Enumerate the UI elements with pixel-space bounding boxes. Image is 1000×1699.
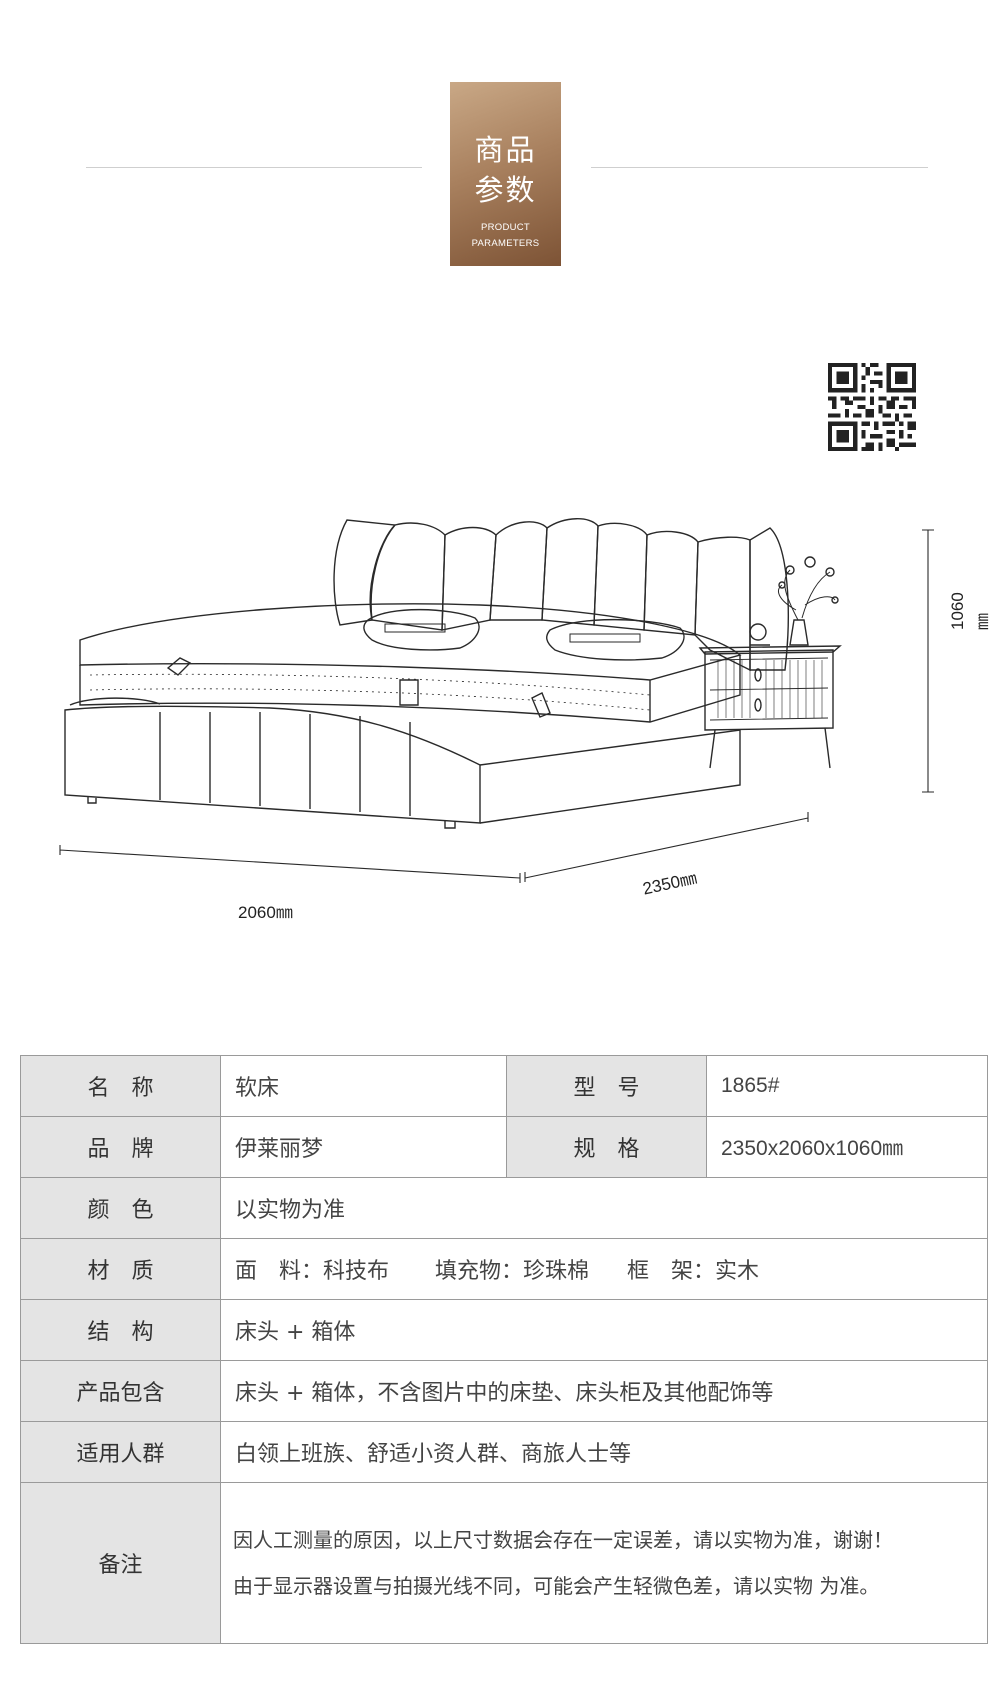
spec-label-includes: 产品包含 xyxy=(20,1360,221,1422)
material-fabric: 面 料：科技布 xyxy=(235,1259,390,1284)
table-row: 备注 因人工测量的原因，以上尺寸数据会存在一定误差，请以实物为准，谢谢！ 由于显… xyxy=(20,1482,988,1644)
table-row: 适用人群 白领上班族、舒适小资人群、商旅人士等 xyxy=(20,1421,988,1483)
table-row: 品 牌 伊莱丽梦 规 格 2350x2060x1060㎜ xyxy=(20,1116,988,1178)
table-row: 颜 色 以实物为准 xyxy=(20,1177,988,1239)
spec-label-users: 适用人群 xyxy=(20,1421,221,1483)
spec-value-model: 1865# xyxy=(706,1055,988,1117)
section-title-line2: 参数 xyxy=(474,173,537,207)
width-dimension-label: 2060㎜ xyxy=(238,903,293,922)
table-row: 结 构 床头 + 箱体 xyxy=(20,1299,988,1361)
spec-label-material: 材 质 xyxy=(20,1238,221,1300)
spec-value-color: 以实物为准 xyxy=(220,1177,988,1239)
spec-value-size: 2350x2060x1060㎜ xyxy=(706,1116,988,1178)
bed-line-drawing xyxy=(59,518,934,883)
section-title-line1: 商品 xyxy=(474,133,537,167)
spec-value-brand: 伊莱丽梦 xyxy=(220,1116,507,1178)
header-divider-left xyxy=(86,167,422,168)
spec-label-structure: 结 构 xyxy=(20,1299,221,1361)
material-filling: 填充物：珍珠棉 xyxy=(435,1259,590,1284)
spec-label-remarks: 备注 xyxy=(20,1482,221,1644)
section-subtitle-line2: PARAMETERS xyxy=(471,238,540,249)
spec-value-users: 白领上班族、舒适小资人群、商旅人士等 xyxy=(220,1421,988,1483)
section-subtitle-line1: PRODUCT xyxy=(480,222,531,233)
spec-table: 名 称 软床 型 号 1865# 品 牌 伊莱丽梦 规 格 2350x2060x… xyxy=(20,1055,988,1644)
spec-label-color: 颜 色 xyxy=(20,1177,221,1239)
spec-value-includes: 床头 + 箱体，不含图片中的床垫、床头柜及其他配饰等 xyxy=(220,1360,988,1422)
material-frame: 框 架：实木 xyxy=(627,1259,760,1284)
section-title-badge: 商品 参数 PRODUCT PARAMETERS xyxy=(450,82,561,266)
spec-value-structure: 床头 + 箱体 xyxy=(220,1299,988,1361)
spec-value-material: 面 料：科技布 填充物：珍珠棉 框 架：实木 xyxy=(220,1238,988,1300)
table-row: 材 质 面 料：科技布 填充物：珍珠棉 框 架：实木 xyxy=(20,1238,988,1300)
remarks-line1: 因人工测量的原因，以上尺寸数据会存在一定误差，请以实物为准，谢谢！ xyxy=(233,1528,893,1552)
table-row: 名 称 软床 型 号 1865# xyxy=(20,1055,988,1117)
spec-value-name: 软床 xyxy=(220,1055,507,1117)
spec-label-brand: 品 牌 xyxy=(20,1116,221,1178)
table-row: 产品包含 床头 + 箱体，不含图片中的床垫、床头柜及其他配饰等 xyxy=(20,1360,988,1422)
spec-label-model: 型 号 xyxy=(506,1055,707,1117)
spec-value-remarks: 因人工测量的原因，以上尺寸数据会存在一定误差，请以实物为准，谢谢！ 由于显示器设… xyxy=(220,1482,988,1644)
header-divider-right xyxy=(591,167,928,168)
spec-label-name: 名 称 xyxy=(20,1055,221,1117)
remarks-line2: 由于显示器设置与拍摄光线不同，可能会产生轻微色差，请以实物 为准。 xyxy=(233,1574,880,1598)
height-dimension-label: 1060㎜ xyxy=(948,592,992,630)
spec-label-size: 规 格 xyxy=(506,1116,707,1178)
qr-code-icon xyxy=(828,363,916,451)
